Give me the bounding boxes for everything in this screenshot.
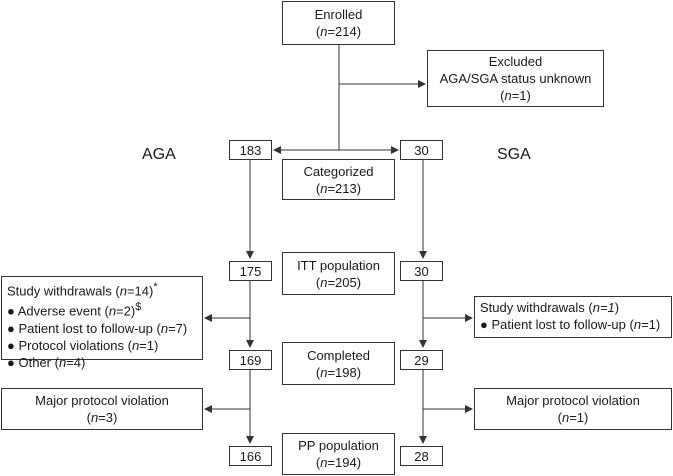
sga-withdrawal-item: ● Patient lost to follow-up (n=1) bbox=[480, 317, 661, 332]
pp-box: PP population (n=194) bbox=[282, 433, 395, 475]
aga-withdrawal-item: ● Protocol violations (n=1) bbox=[7, 337, 159, 353]
enrolled-box: Enrolled (n=214) bbox=[282, 1, 395, 45]
itt-box: ITT population (n=205) bbox=[282, 252, 395, 295]
aga-withdrawal-item: ● Patient lost to follow-up (n=7) bbox=[7, 320, 188, 336]
sga-pp-count: 28 bbox=[400, 446, 443, 466]
aga-pp-count: 166 bbox=[229, 446, 272, 466]
aga-categorized-count: 183 bbox=[229, 140, 272, 160]
sga-completed-count: 29 bbox=[400, 350, 443, 370]
itt-label: ITT population bbox=[297, 257, 380, 273]
sga-categorized-count: 30 bbox=[400, 140, 443, 160]
sga-major-count: (n=1) bbox=[557, 410, 589, 425]
excluded-count: (n=1) bbox=[500, 88, 531, 103]
aga-withdrawals-title: Study withdrawals (n=14)* bbox=[7, 281, 158, 299]
categorized-label: Categorized bbox=[303, 163, 374, 179]
aga-major-count: (n=3) bbox=[86, 410, 118, 425]
excluded-reason: AGA/SGA status unknown bbox=[439, 71, 592, 86]
itt-total: (n=205) bbox=[315, 274, 362, 290]
aga-completed-count: 169 bbox=[229, 350, 272, 370]
sga-group-label: SGA bbox=[497, 146, 531, 163]
aga-group-label: AGA bbox=[142, 146, 176, 163]
aga-major-label: Major protocol violation bbox=[35, 393, 169, 408]
categorized-box: Categorized (n=213) bbox=[282, 159, 395, 200]
enrolled-count: (n=214) bbox=[315, 24, 362, 39]
pp-total: (n=194) bbox=[315, 455, 362, 470]
sga-itt-count: 30 bbox=[400, 261, 443, 281]
excluded-label: Excluded bbox=[488, 54, 543, 69]
aga-withdrawals-box: Study withdrawals (n=14)* ● Adverse even… bbox=[1, 276, 203, 370]
categorized-total: (n=213) bbox=[315, 180, 362, 196]
completed-box: Completed (n=198) bbox=[282, 342, 395, 385]
excluded-box: Excluded AGA/SGA status unknown (n=1) bbox=[427, 50, 604, 107]
aga-withdrawal-item: ● Adverse event (n=2)$ bbox=[7, 301, 142, 319]
sga-major-violation-box: Major protocol violation (n=1) bbox=[474, 388, 672, 430]
sga-major-label: Major protocol violation bbox=[506, 393, 640, 408]
completed-label: Completed bbox=[307, 347, 370, 363]
pp-label: PP population bbox=[298, 438, 379, 453]
enrolled-label: Enrolled bbox=[314, 7, 363, 22]
sga-withdrawals-box: Study withdrawals (n=1) ● Patient lost t… bbox=[474, 296, 672, 338]
aga-itt-count: 175 bbox=[229, 261, 272, 281]
aga-major-violation-box: Major protocol violation (n=3) bbox=[1, 388, 203, 430]
aga-withdrawal-item: ● Other (n=4) bbox=[7, 354, 86, 370]
sga-withdrawals-title: Study withdrawals (n=1) bbox=[480, 300, 620, 315]
completed-total: (n=198) bbox=[315, 364, 362, 380]
